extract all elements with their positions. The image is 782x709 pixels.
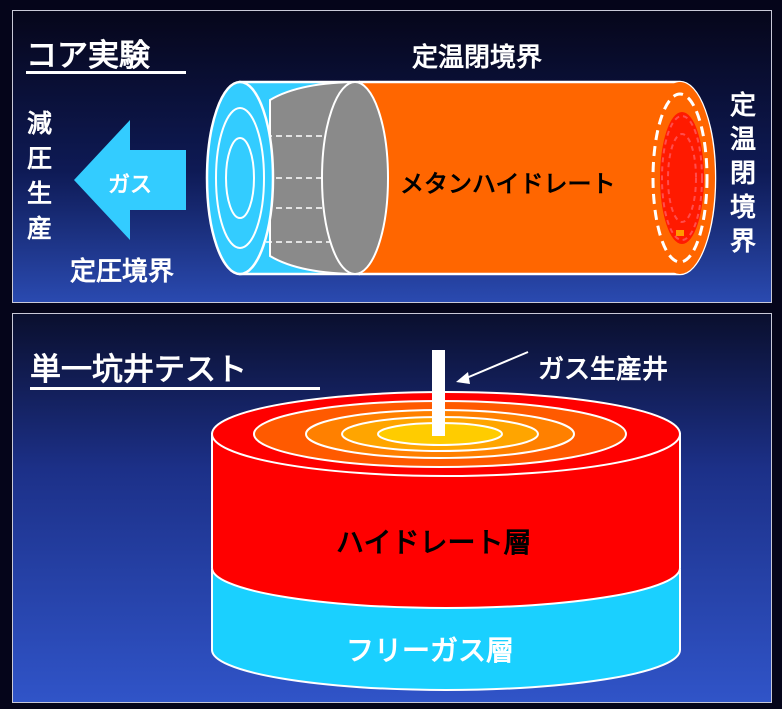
core-title: コア実験	[26, 38, 151, 74]
right-char-0: 定	[730, 90, 756, 121]
gas-flow-arrow: ガス	[74, 120, 186, 240]
well-label: ガス生産井	[538, 354, 668, 385]
right-boundary-label: 定 温 閉 境 界	[730, 90, 756, 257]
gas-arrow-shape	[74, 120, 186, 240]
well-title-underline	[30, 387, 320, 390]
right-char-2: 閉	[730, 159, 756, 189]
right-ring-inner	[667, 133, 697, 223]
well-pointer-head	[456, 372, 470, 384]
grey-end-face	[321, 81, 389, 275]
cylinder-label: メタンハイドレート	[400, 170, 616, 198]
well-pointer-line	[463, 351, 529, 380]
pressure-boundary-label: 定圧境界	[70, 256, 174, 287]
left-char-3: 産	[27, 214, 52, 243]
gas-arrow-label: ガス	[108, 173, 152, 198]
right-ring-outer	[651, 92, 709, 264]
right-char-3: 境	[730, 192, 756, 223]
right-char-4: 界	[730, 227, 756, 257]
top-boundary-label: 定温閉境界	[412, 42, 542, 73]
free-gas-layer-label: フリーガス層	[346, 634, 514, 667]
core-title-underline	[26, 71, 186, 74]
well-title: 単一坑井テスト	[30, 352, 247, 388]
right-char-1: 温	[730, 125, 756, 155]
hydrate-layer	[211, 391, 681, 609]
depressurization-label: 減 圧 生 産	[27, 109, 52, 243]
left-char-1: 圧	[27, 144, 52, 173]
well-pipe	[432, 350, 445, 436]
left-ring-outer	[215, 107, 265, 249]
core-cylinder	[205, 80, 717, 276]
hydrate-body	[211, 433, 681, 609]
right-ring-mid	[661, 115, 703, 241]
left-ring-inner	[225, 137, 255, 219]
hydrate-layer-label: ハイドレート層	[336, 526, 531, 559]
left-char-2: 生	[27, 179, 52, 208]
right-cap-spot	[676, 230, 684, 236]
right-cap-core	[660, 112, 704, 244]
left-char-0: 減	[27, 109, 52, 138]
